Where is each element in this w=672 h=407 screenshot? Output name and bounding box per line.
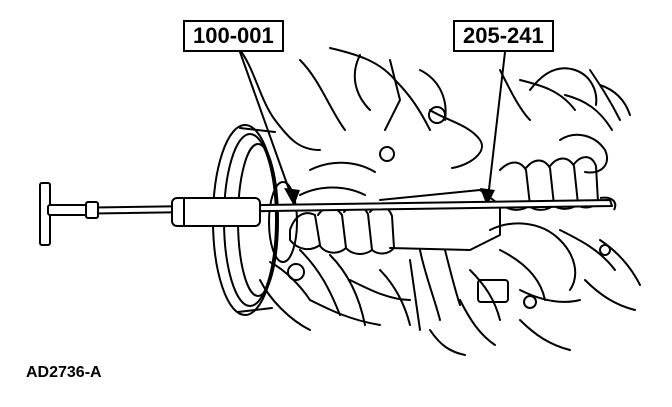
brake-rotor: [212, 124, 311, 331]
tool-rod: [59, 199, 613, 215]
steering-gear: [379, 189, 501, 331]
lower-right-components: [429, 222, 641, 356]
upper-components: [239, 47, 631, 174]
lower-arm: [299, 249, 411, 326]
tool-callout-205-241: 205-241: [453, 20, 554, 52]
puller-tool: [39, 182, 617, 246]
arrowhead-right: [480, 188, 495, 206]
leader-lines: [239, 51, 506, 199]
figure-id: AD2736-A: [26, 364, 102, 381]
slide-weight: [171, 197, 261, 227]
arrowhead-left: [284, 188, 300, 206]
tool-callout-100-001: 100-001: [183, 20, 284, 52]
